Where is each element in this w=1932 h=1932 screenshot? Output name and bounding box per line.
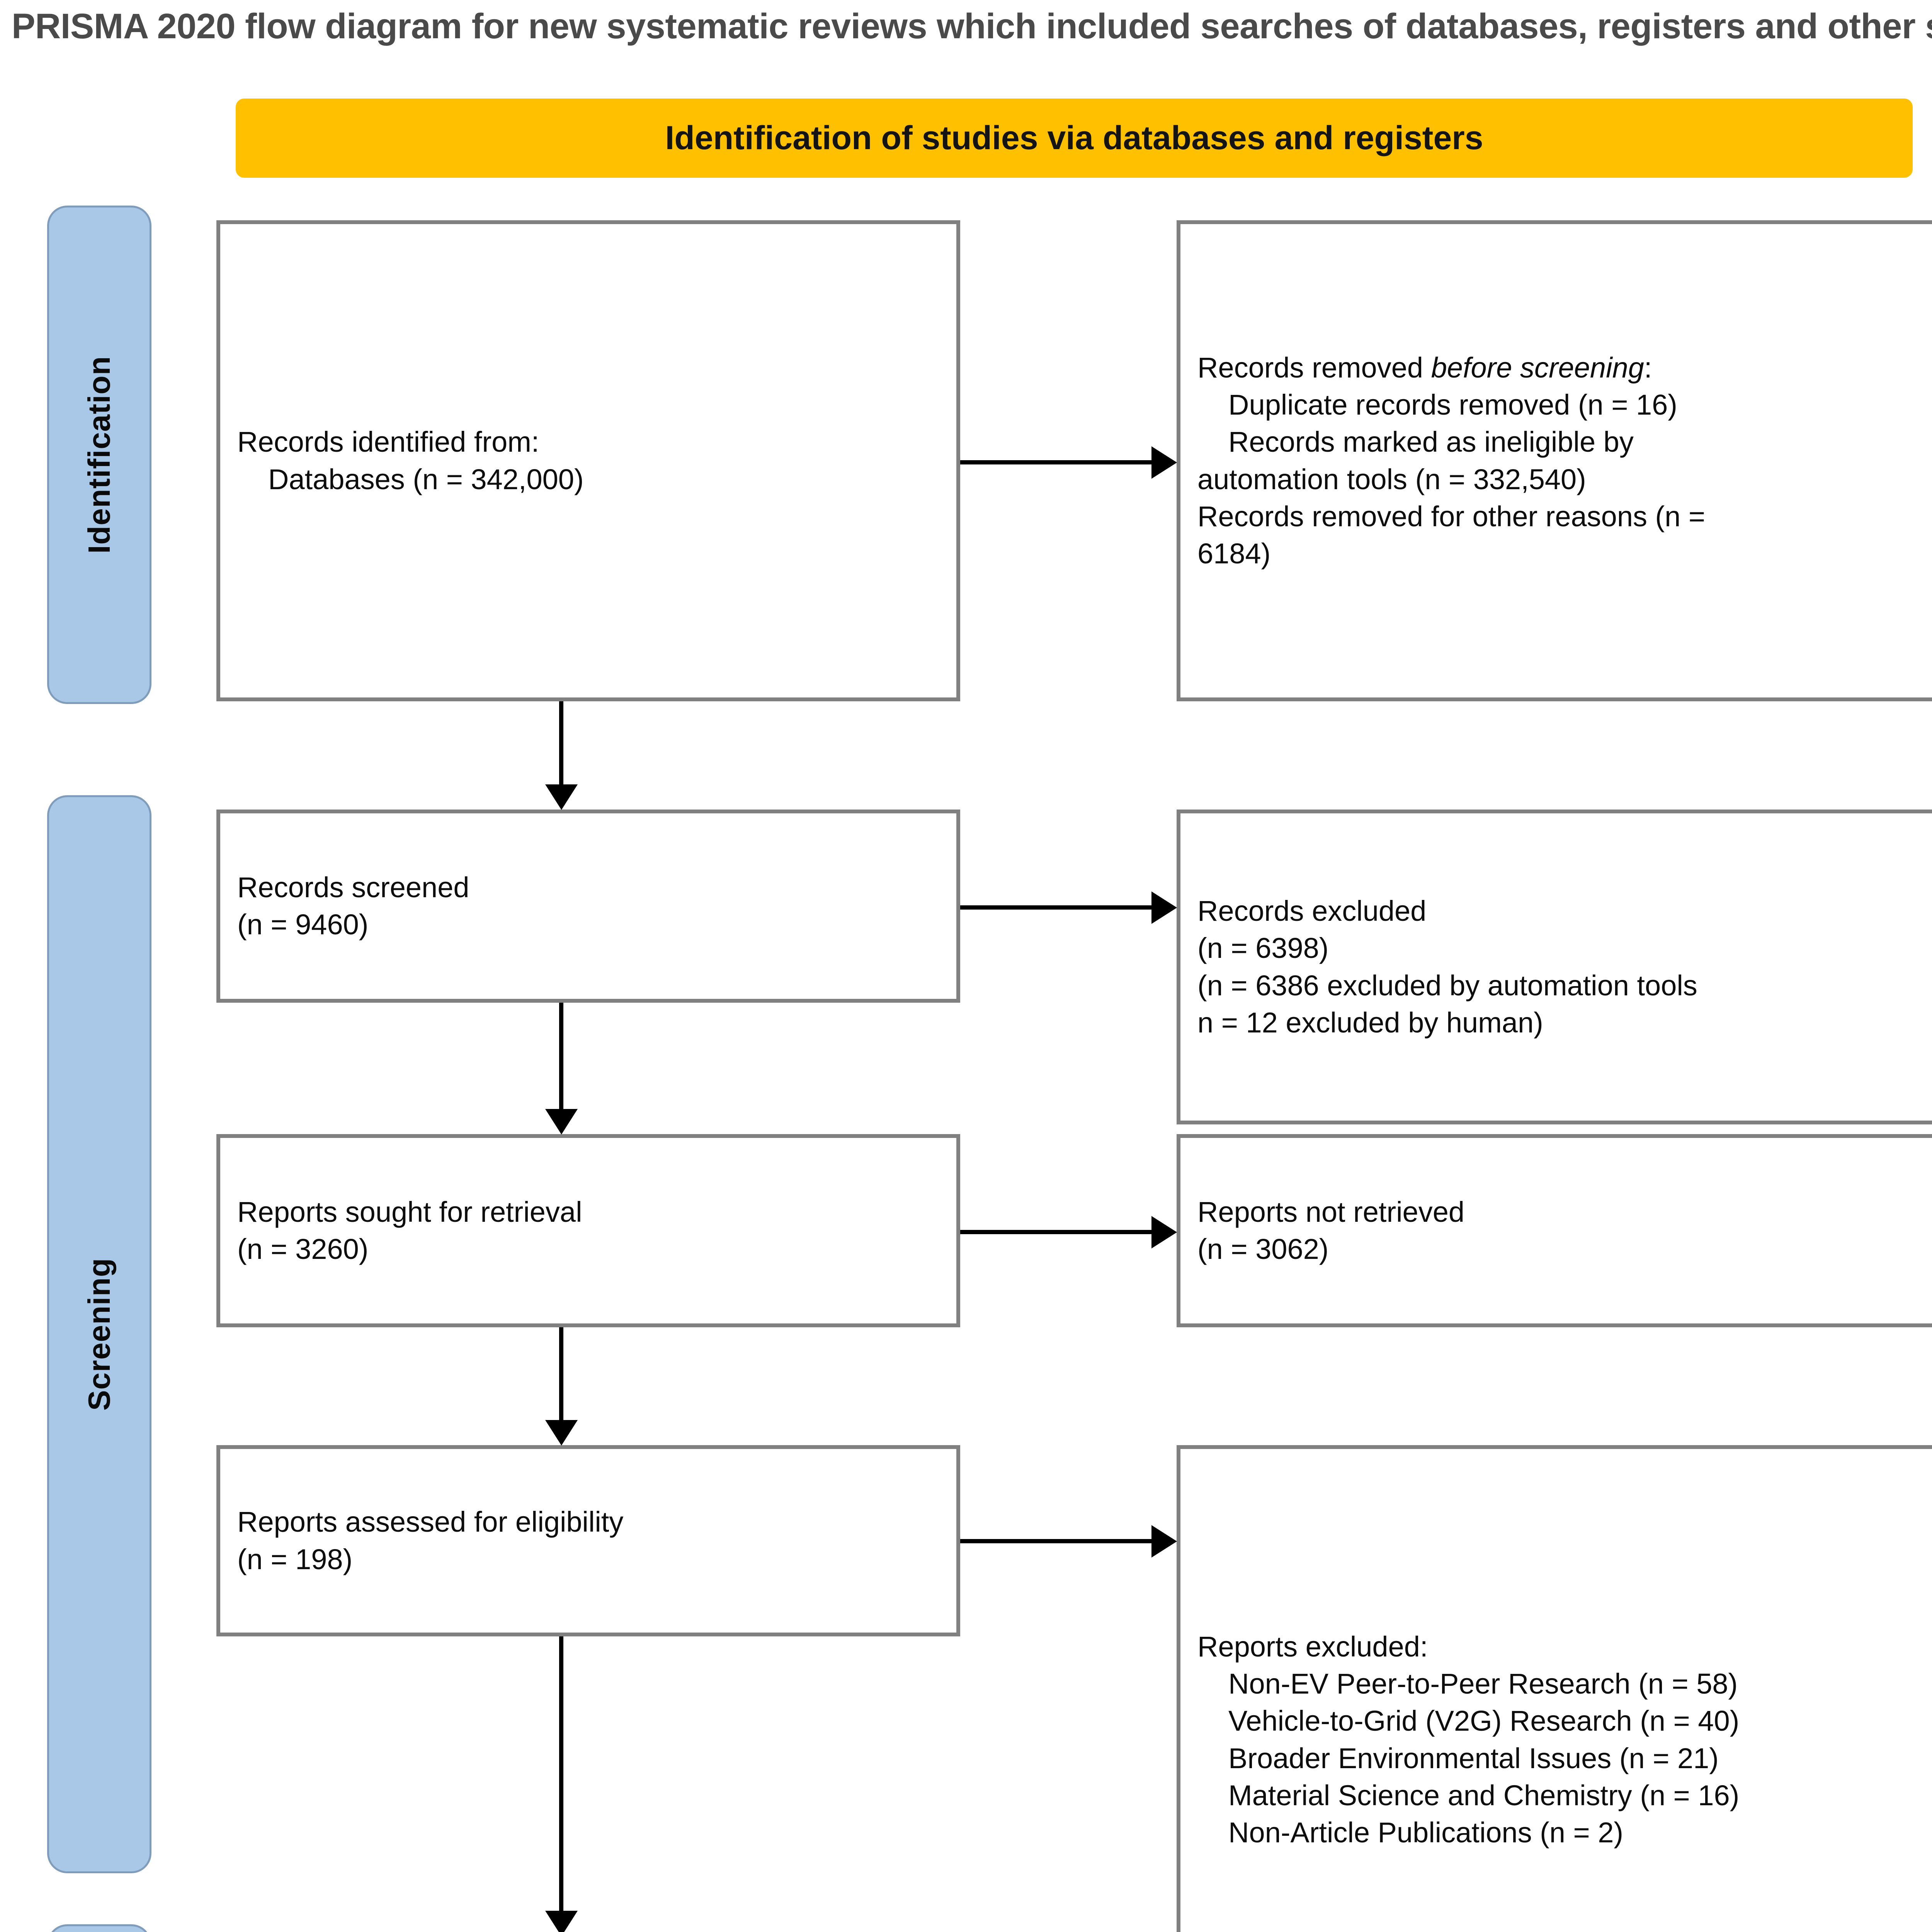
reports-excluded-reason-5: Non-Article Publications (n = 2) xyxy=(1228,1816,1624,1849)
reports-excluded-reason-3: Broader Environmental Issues (n = 21) xyxy=(1228,1742,1719,1774)
box-records-excluded: Records excluded (n = 6398) (n = 6386 ex… xyxy=(1177,810,1932,1124)
reports-excluded-heading: Reports excluded: xyxy=(1197,1630,1428,1663)
phase-bar-screening: Screening xyxy=(47,795,151,1873)
phase-label-screening: Screening xyxy=(82,1258,117,1411)
records-excluded-count: (n = 6398) xyxy=(1197,932,1329,964)
reports-not-retrieved-heading: Reports not retrieved xyxy=(1197,1196,1465,1228)
reports-excluded-reason-2: Vehicle-to-Grid (V2G) Research (n = 40) xyxy=(1228,1705,1740,1737)
records-excluded-detail-automation: (n = 6386 excluded by automation tools xyxy=(1197,969,1697,1002)
connector-identified-to-removed xyxy=(960,460,1151,464)
reports-not-retrieved-count: (n = 3062) xyxy=(1197,1233,1329,1265)
connector-identified-to-screened xyxy=(559,701,563,784)
box-reports-excluded: Reports excluded: Non-EV Peer-to-Peer Re… xyxy=(1177,1445,1932,1932)
reports-excluded-reason-4: Material Science and Chemistry (n = 16) xyxy=(1228,1779,1740,1811)
records-removed-item-other-1: Records removed for other reasons (n = xyxy=(1197,500,1706,532)
records-removed-item-ineligible-2: automation tools (n = 332,540) xyxy=(1197,463,1586,495)
records-removed-heading-italic: before screening xyxy=(1431,351,1644,384)
box-reports-not-retrieved: Reports not retrieved (n = 3062) xyxy=(1177,1134,1932,1327)
arrowhead-sought-to-assessed xyxy=(545,1420,578,1446)
stage-header-identification: Identification of studies via databases … xyxy=(236,99,1913,178)
records-removed-heading-suffix: : xyxy=(1644,351,1652,384)
records-removed-item-other-2: 6184) xyxy=(1197,537,1271,570)
records-removed-heading-prefix: Records removed xyxy=(1197,351,1431,384)
arrowhead-sought-to-not-retrieved xyxy=(1151,1216,1177,1248)
reports-assessed-count: (n = 198) xyxy=(237,1543,353,1575)
phase-bar-included: Included xyxy=(47,1924,151,1932)
records-excluded-heading: Records excluded xyxy=(1197,895,1427,927)
phase-label-identification: Identification xyxy=(82,356,116,554)
arrowhead-identified-to-screened xyxy=(545,784,578,810)
records-screened-heading: Records screened xyxy=(237,871,469,903)
reports-assessed-heading: Reports assessed for eligibility xyxy=(237,1506,624,1538)
arrowhead-assessed-to-reports-excluded xyxy=(1151,1525,1177,1558)
connector-assessed-to-studies-included xyxy=(559,1636,563,1911)
records-removed-item-ineligible-1: Records marked as ineligible by xyxy=(1228,426,1634,458)
connector-screened-to-sought xyxy=(559,1003,563,1109)
reports-excluded-reason-1: Non-EV Peer-to-Peer Research (n = 58) xyxy=(1228,1668,1738,1700)
arrowhead-screened-to-sought xyxy=(545,1109,578,1134)
box-records-identified: Records identified from: Databases (n = … xyxy=(216,220,960,701)
box-records-removed-before-screening: Records removed before screening: Duplic… xyxy=(1177,220,1932,701)
records-excluded-detail-human: n = 12 excluded by human) xyxy=(1197,1006,1543,1039)
connector-sought-to-not-retrieved xyxy=(960,1230,1151,1234)
records-removed-heading: Records removed before screening: xyxy=(1197,349,1932,386)
box-reports-sought-for-retrieval: Reports sought for retrieval (n = 3260) xyxy=(216,1134,960,1327)
records-removed-item-duplicates: Duplicate records removed (n = 16) xyxy=(1228,389,1677,421)
connector-sought-to-assessed xyxy=(559,1327,563,1420)
box-reports-assessed-for-eligibility: Reports assessed for eligibility (n = 19… xyxy=(216,1445,960,1636)
stage-header-label: Identification of studies via databases … xyxy=(665,119,1483,156)
page-title: PRISMA 2020 flow diagram for new systema… xyxy=(12,7,1932,46)
connector-screened-to-excluded xyxy=(960,905,1151,910)
arrowhead-assessed-to-studies-included xyxy=(545,1911,578,1932)
box-records-screened: Records screened (n = 9460) xyxy=(216,810,960,1003)
connector-assessed-to-reports-excluded xyxy=(960,1539,1151,1543)
arrowhead-identified-to-removed xyxy=(1151,446,1177,479)
arrowhead-screened-to-excluded xyxy=(1151,891,1177,924)
records-identified-heading: Records identified from: xyxy=(237,426,539,458)
records-identified-item-databases: Databases (n = 342,000) xyxy=(268,463,584,495)
phase-bar-identification: Identification xyxy=(47,206,151,704)
reports-sought-count: (n = 3260) xyxy=(237,1233,369,1265)
reports-sought-heading: Reports sought for retrieval xyxy=(237,1196,582,1228)
records-screened-count: (n = 9460) xyxy=(237,908,369,940)
